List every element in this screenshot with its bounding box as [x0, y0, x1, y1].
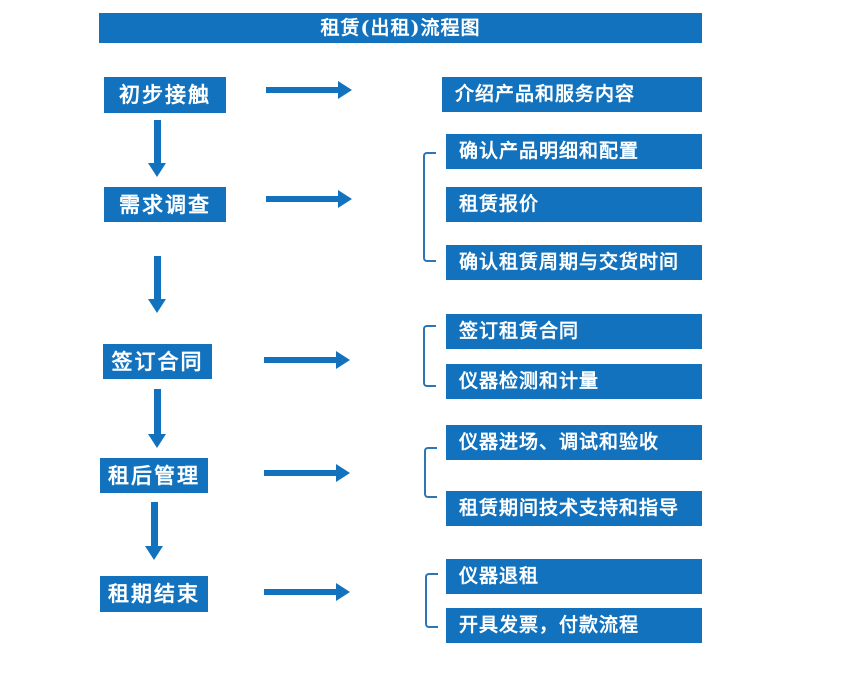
output-box-introduce-products: 介绍产品和服务内容: [442, 77, 702, 112]
down-arrow-step1-to-step2: [148, 120, 166, 177]
output-box-rental-quotation: 租赁报价: [446, 187, 702, 222]
page-title: 租赁(出租)流程图: [320, 17, 481, 39]
bracket-step5-outputs: [425, 573, 438, 628]
output-box-confirm-rental-period: 确认租赁周期与交货时间: [446, 245, 702, 280]
step-box-initial-contact: 初步接触: [104, 77, 226, 113]
title-bar: 租赁(出租)流程图: [99, 13, 702, 43]
bracket-step4-outputs: [424, 447, 437, 498]
output-box-sign-rental-contract: 签订租赁合同: [446, 314, 702, 349]
output-box-instrument-testing: 仪器检测和计量: [446, 364, 702, 399]
step-box-post-rental-management: 租后管理: [100, 458, 208, 493]
output-box-instrument-setup-acceptance: 仪器进场、调试和验收: [446, 425, 702, 460]
output-box-confirm-product-details: 确认产品明细和配置: [446, 134, 702, 169]
output-box-technical-support: 租赁期间技术支持和指导: [446, 491, 702, 526]
bracket-step2-outputs: [423, 152, 436, 262]
step-box-sign-contract: 签订合同: [103, 344, 212, 379]
right-arrow-step1: [266, 81, 352, 99]
right-arrow-step2: [266, 190, 352, 208]
down-arrow-step2-to-step3: [148, 256, 166, 313]
down-arrow-step4-to-step5: [145, 502, 163, 560]
right-arrow-step3: [264, 351, 350, 369]
step-box-rental-end: 租期结束: [100, 576, 208, 612]
output-box-instrument-return: 仪器退租: [446, 559, 702, 594]
bracket-step3-outputs: [423, 325, 436, 387]
right-arrow-step5: [264, 583, 350, 601]
step-box-demand-survey: 需求调查: [104, 187, 226, 222]
down-arrow-step3-to-step4: [148, 389, 166, 448]
output-box-invoice-payment: 开具发票，付款流程: [446, 608, 702, 643]
right-arrow-step4: [264, 464, 350, 482]
